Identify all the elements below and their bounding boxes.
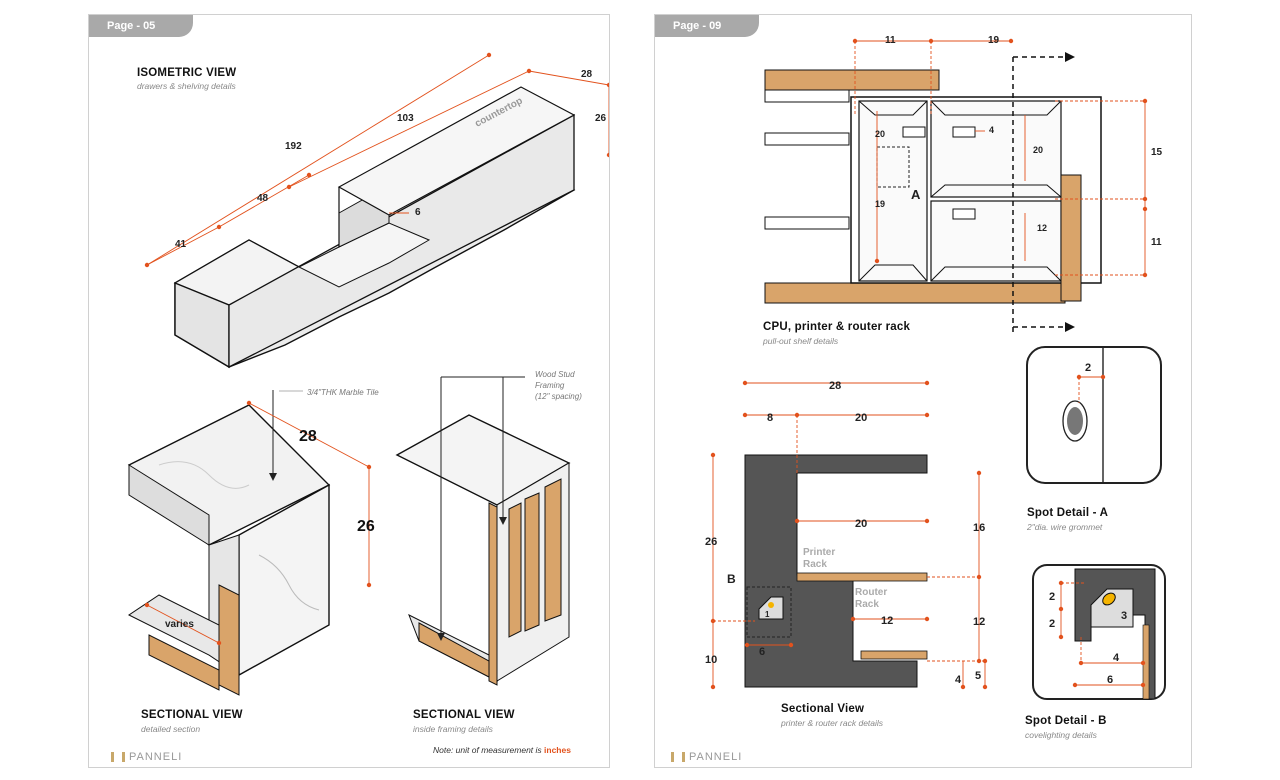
printer-label: Printer [803, 547, 835, 558]
page-05: Page - 05 ISOMETRIC VIEW drawers & shelv… [88, 14, 610, 768]
spotb-dim-6: 6 [1107, 674, 1113, 686]
rack-subtitle: pull-out shelf details [763, 336, 839, 346]
spot-a-marker: A [911, 187, 921, 202]
sec-dim-26: 26 [705, 536, 717, 548]
section-marble: 3/4"THK Marble Tile 28 26 varies [127, 388, 379, 696]
dim-26: 26 [595, 113, 607, 124]
section-subtitle: printer & router rack details [781, 718, 884, 728]
section2-subtitle: inside framing details [413, 724, 493, 734]
page-tab: Page - 09 [655, 15, 759, 37]
rack-dim-11: 11 [885, 35, 896, 46]
logo-mark-icon [111, 752, 125, 763]
spota-dim-2: 2 [1085, 362, 1091, 374]
left-drawings: countertop 192 103 48 41 28 26 6 [127, 52, 609, 696]
page-tab: Page - 05 [89, 15, 193, 37]
spot-b-subtitle: covelighting details [1025, 730, 1097, 740]
rack-title: CPU, printer & router rack [763, 321, 911, 333]
rack-dim-11b: 11 [1151, 237, 1162, 248]
varies-label: varies [165, 619, 194, 630]
rack-dim-20a: 20 [875, 129, 885, 139]
rack-dim-12: 12 [1037, 223, 1047, 233]
spot-a-subtitle: 2"dia. wire grommet [1027, 522, 1103, 532]
logo-text: PANNELI [129, 751, 183, 763]
section1-title: SECTIONAL VIEW [141, 709, 243, 721]
stud-note-2: Framing [535, 381, 565, 390]
spotb-dim-4: 4 [1113, 652, 1120, 664]
spotb-dim-2a: 2 [1049, 591, 1055, 603]
stud-note-3: (12" spacing) [535, 392, 582, 401]
router-label-2: Rack [855, 599, 879, 610]
sec-dim-28: 28 [829, 380, 841, 392]
tile-note: 3/4"THK Marble Tile [307, 388, 379, 397]
rack-dim-19: 19 [988, 35, 1000, 46]
section1-subtitle: detailed section [141, 724, 201, 734]
unit-note: Note: unit of measurement is inches [433, 745, 571, 755]
sec-dim-5: 5 [975, 670, 981, 682]
spot-a-title: Spot Detail - A [1027, 507, 1109, 519]
dim-6: 6 [415, 207, 421, 218]
spot-b-title: Spot Detail - B [1025, 715, 1107, 727]
iso-title: ISOMETRIC VIEW [137, 67, 237, 79]
sec-dim-4: 4 [955, 674, 962, 686]
sec-dim-12: 12 [881, 615, 893, 627]
dim-48: 48 [257, 193, 269, 204]
page-09: Page - 09 [654, 14, 1192, 768]
sec-dim-12b: 12 [973, 616, 985, 628]
dim-41: 41 [175, 239, 187, 250]
sec-dim-10: 10 [705, 654, 717, 666]
logo-mark-icon [671, 752, 685, 763]
spotb-dim-2b: 2 [1049, 618, 1055, 630]
iso-dimensions: 192 103 48 41 28 26 6 [144, 52, 609, 268]
spotb-dim-3: 3 [1121, 610, 1127, 622]
sec-dim-20: 20 [855, 412, 867, 424]
section-framing: Wood Stud Framing (12" spacing) [395, 370, 582, 686]
rack-dim-19b: 19 [875, 199, 885, 209]
section-title: Sectional View [781, 703, 865, 715]
section-view: 28 8 20 20 16 26 12 12 10 6 4 5 B 1 Prin… [705, 380, 988, 690]
router-label: Router [855, 587, 887, 598]
sec-dim-20b: 20 [855, 518, 867, 530]
dim-103: 103 [397, 113, 414, 124]
rack-dim-20b: 20 [1033, 145, 1043, 155]
unit-note-prefix: Note: unit of measurement is [433, 745, 545, 755]
rack-dim-4: 4 [989, 125, 994, 135]
spot-b-drawing: 2 2 3 4 6 [1032, 564, 1166, 700]
sec-dim-8: 8 [767, 412, 773, 424]
dim-192: 192 [285, 141, 302, 152]
spot-b-marker: B [727, 572, 736, 586]
spot-a-drawing: 2 [1026, 346, 1162, 484]
sec1-dim-26: 26 [357, 518, 375, 535]
section2-title: SECTIONAL VIEW [413, 709, 515, 721]
sec-dim-16: 16 [973, 522, 985, 534]
iso-subtitle: drawers & shelving details [137, 81, 236, 91]
printer-label-2: Rack [803, 559, 827, 570]
rack-dim-15: 15 [1151, 147, 1163, 158]
isometric-countertop: countertop [173, 86, 576, 369]
dim-28: 28 [581, 69, 593, 80]
sec-dim-1: 1 [765, 610, 770, 619]
logo: PANNELI [111, 751, 182, 763]
sec-dim-6: 6 [759, 646, 765, 658]
stud-note-1: Wood Stud [535, 370, 575, 379]
unit-note-unit: inches [544, 745, 571, 755]
logo: PANNELI [671, 751, 742, 763]
sec1-dim-28: 28 [299, 428, 317, 445]
rack-elevation: 11 19 20 4 20 15 19 12 11 A [764, 35, 1163, 333]
logo-text: PANNELI [689, 751, 743, 763]
right-drawings: 11 19 20 4 20 15 19 12 11 A [705, 35, 1166, 700]
